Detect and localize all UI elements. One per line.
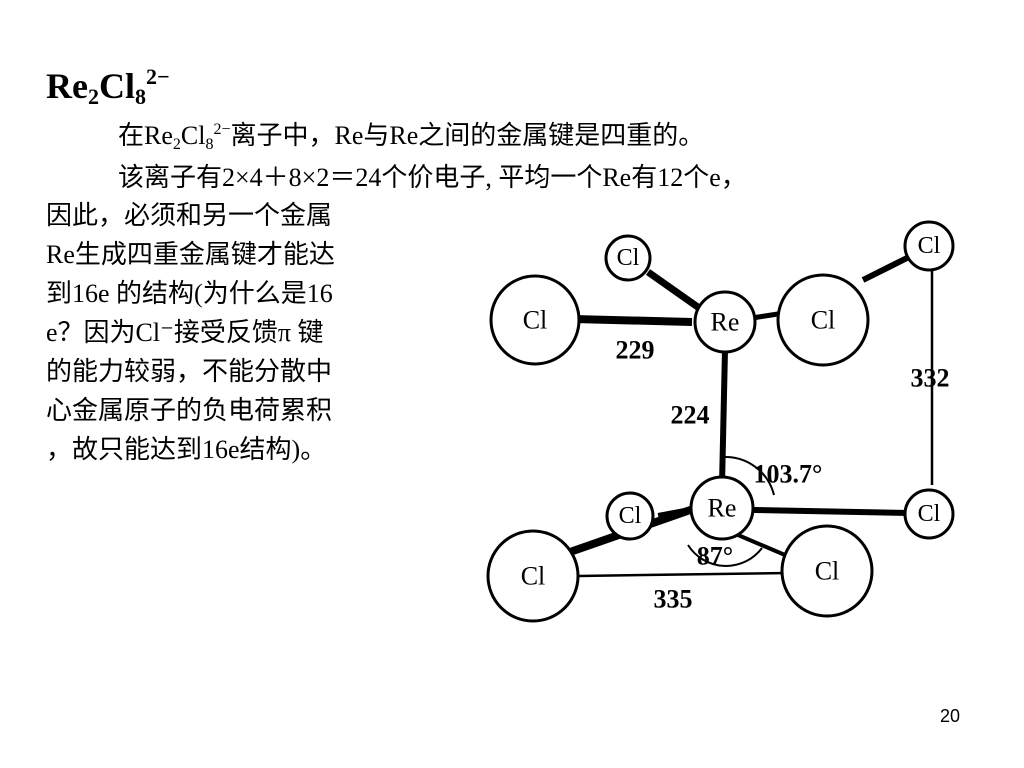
angle-arc-1: [723, 455, 775, 496]
re-cl-bond-upper-right: [751, 311, 779, 321]
cl-atom-far-right-top: [903, 220, 955, 272]
cl-label: Cl: [811, 306, 836, 335]
text-line-1: 在Re2Cl82−离子中，Re与Re之间的金属键是四重的。: [118, 121, 705, 153]
cl-atom-lower-right: [780, 524, 874, 618]
bond-length-229: 229: [616, 336, 655, 365]
cl-label: Cl: [619, 503, 642, 529]
re-label: Re: [711, 308, 740, 337]
re2cl8-structure-diagram: Cl Cl Re Cl Cl Re Cl Cl Cl Cl 229 224 33…: [486, 220, 955, 623]
explanation-paragraph: 因此，必须和另一个金属 Re生成四重金属键才能达 到16e 的结构(为什么是16…: [46, 196, 426, 469]
cl-label: Cl: [521, 562, 546, 591]
cl-cl-bond-horizontal: [577, 571, 789, 578]
re-label: Re: [708, 494, 737, 523]
page-number: 20: [940, 706, 961, 726]
paragraph-line: 心金属原子的负电荷累积: [46, 396, 333, 425]
text-line-2: 该离子有2×4＋8×2＝24个价电子, 平均一个Re有12个e，: [118, 163, 747, 192]
angle-label-1: 103.7°: [754, 460, 823, 489]
re-cl-bond-lower-right: [753, 507, 911, 516]
cl-label: Cl: [918, 233, 941, 259]
re-re-bond: [719, 349, 728, 486]
re-atom-lower: [689, 475, 755, 541]
cl-cl-bond-upper-right: [861, 255, 909, 283]
cl-label: Cl: [815, 557, 840, 586]
paragraph-line: ，故只能达到16e结构)。: [46, 435, 327, 464]
paragraph-line: e？因为Cl⁻接受反馈π 键: [46, 318, 324, 347]
bond-length-332: 332: [911, 364, 950, 393]
slide-title: Re2Cl82−: [46, 64, 170, 109]
cl-atom-upper-small: [604, 234, 652, 282]
re-cl-bond-upper-small: [645, 269, 705, 313]
angle-arc-2: [687, 544, 763, 567]
paragraph-line: 到16e 的结构(为什么是16: [46, 279, 333, 308]
cl-atom-lower-left: [486, 529, 580, 623]
cl-atom-far-right-bottom: [903, 488, 955, 540]
re-cl-bond-lower-diag: [737, 533, 793, 560]
paragraph-line: 的能力较弱，不能分散中: [46, 357, 333, 386]
cl-atom-upper-right: [776, 273, 870, 367]
bond-length-335: 335: [654, 585, 693, 614]
cl-label: Cl: [617, 245, 640, 271]
re-atom-upper: [693, 290, 757, 354]
angle-label-2: 87°: [697, 542, 733, 571]
cl-label: Cl: [918, 501, 941, 527]
paragraph-line: Re生成四重金属键才能达: [46, 240, 335, 269]
paragraph-line: 因此，必须和另一个金属: [46, 201, 333, 230]
cl-atom-upper-left: [489, 274, 581, 366]
bond-length-224: 224: [671, 401, 710, 430]
cl-label: Cl: [523, 306, 548, 335]
cl-atom-lower-small: [605, 491, 655, 541]
